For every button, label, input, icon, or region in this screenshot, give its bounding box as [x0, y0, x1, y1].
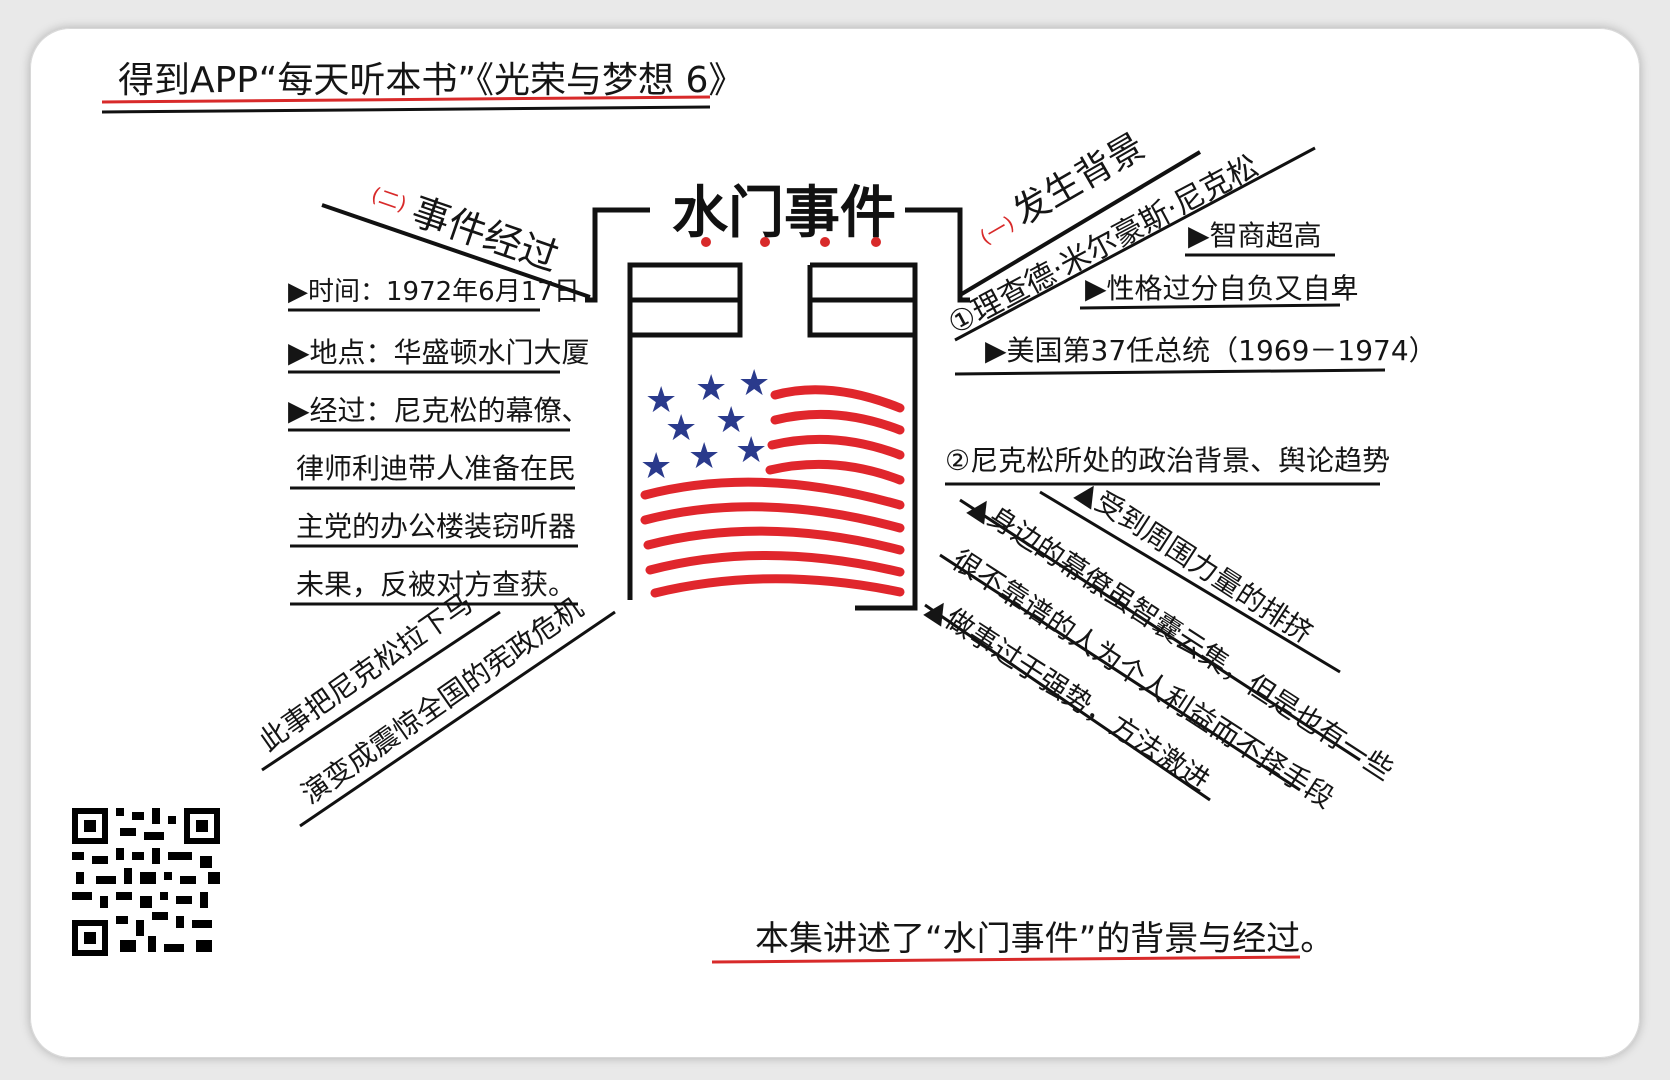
politics-item-1: ▲受到周围力量的排挤 — [1071, 473, 1318, 650]
politics-title: ②尼克松所处的政治背景、舆论趋势 — [945, 444, 1390, 477]
event-line: 未果，反被对方查获。 — [296, 568, 576, 601]
svg-text:★: ★ — [738, 363, 770, 404]
svg-text:★: ★ — [715, 400, 747, 441]
svg-text:★: ★ — [645, 380, 677, 421]
event-heading: 事件经过 — [406, 189, 564, 280]
title-bracket-right — [905, 207, 970, 303]
event-line: ▶地点：华盛顿水门大厦 — [288, 336, 590, 369]
event-lines: ▶时间：1972年6月17日 ▶地点：华盛顿水门大厦 ▶经过：尼克松的幕僚、 律… — [288, 277, 590, 606]
event-line: 律师利迪带人准备在民 — [296, 452, 576, 485]
svg-text:★: ★ — [640, 446, 672, 487]
svg-text:★: ★ — [735, 430, 767, 471]
us-flag: ★ ★ ★ ★ ★ ★ ★ ★ — [640, 363, 905, 598]
outcome-line-2 — [299, 610, 616, 828]
event-heading-num: (二) — [368, 182, 409, 216]
title-bracket-left — [585, 207, 650, 303]
trait-1: ▶智商超高 — [1188, 219, 1322, 252]
outcome-line-1 — [261, 610, 501, 772]
qr-code — [72, 808, 220, 956]
event-line: 主党的办公楼装窃听器 — [296, 510, 576, 543]
center-title: 水门事件 — [672, 180, 896, 246]
outcome-text-1: 此事把尼克松拉下马 — [253, 586, 478, 758]
flag-stars: ★ ★ ★ ★ ★ ★ ★ ★ — [640, 363, 770, 487]
svg-text:★: ★ — [665, 408, 697, 449]
title-dots — [701, 237, 881, 247]
footer-underline — [711, 955, 1301, 964]
mindmap-card — [30, 28, 1640, 1058]
gate-frame — [627, 262, 918, 611]
header-title: 得到APP“每天听本书”《光荣与梦想 6》 — [118, 60, 744, 101]
event-line: ▶时间：1972年6月17日 — [288, 277, 580, 307]
background-heading-num: (一) — [976, 211, 1019, 250]
person-line — [954, 146, 1316, 342]
trait-2: ▶性格过分自负又自卑 — [1085, 272, 1359, 305]
flag-stripes — [640, 385, 905, 598]
svg-text:★: ★ — [688, 436, 720, 477]
footer-summary: 本集讲述了“水门事件”的背景与经过。 — [755, 919, 1334, 959]
header-underline-black — [101, 105, 711, 114]
president-role: ▶美国第37任总统（1969－1974） — [985, 334, 1437, 367]
event-branch-line — [321, 203, 591, 299]
header-underline-red — [101, 95, 711, 104]
svg-text:★: ★ — [695, 368, 727, 409]
event-line: ▶经过：尼克松的幕僚、 — [288, 394, 590, 427]
politics-item-3: 很不靠谱的人为个人利益而不择手段 — [946, 543, 1340, 815]
background-branch-line — [958, 150, 1202, 297]
